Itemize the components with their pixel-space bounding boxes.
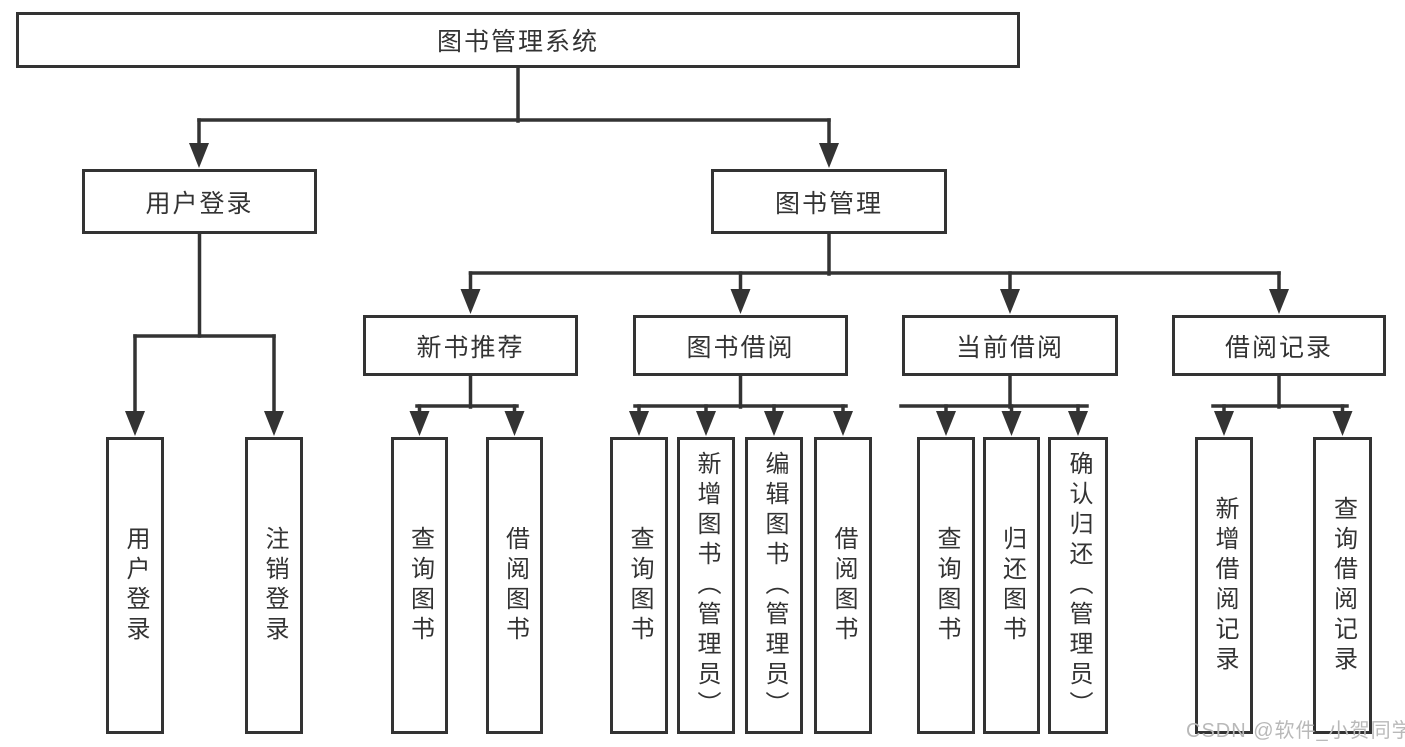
leaf-borrow-books-label: 借阅图书 [830,525,857,646]
node-current-borrow-label: 当前借阅 [955,333,1064,362]
connector-book-borrow [629,374,853,436]
leaf-edit-books-admin: 编辑图书（管理员） [745,437,803,734]
connector-book-management [460,231,1289,314]
leaf-return-books-label: 归还图书 [998,525,1026,646]
connector-new-book-recommend [409,374,525,436]
connector-root [189,66,839,168]
leaf-confirm-return-admin-label: 确认归还（管理员） [1065,450,1092,721]
leaf-borrow-query-books-label: 查询图书 [626,525,653,646]
leaf-recommend-query-books: 查询图书 [391,437,448,734]
leaf-edit-books-admin-label: 编辑图书（管理员） [761,450,788,721]
leaf-query-borrow-record: 查询借阅记录 [1313,437,1372,734]
node-current-borrow: 当前借阅 [902,315,1118,376]
connector-borrow-records [1211,374,1353,436]
connector-user-login [125,231,284,436]
leaf-query-borrow-record-label: 查询借阅记录 [1329,495,1357,676]
connector-current-borrow [899,374,1089,436]
leaf-current-query-books-label: 查询图书 [933,525,960,646]
node-new-book-recommend: 新书推荐 [363,315,578,376]
node-root: 图书管理系统 [16,12,1020,68]
leaf-add-borrow-record: 新增借阅记录 [1195,437,1253,734]
leaf-return-books: 归还图书 [983,437,1040,734]
leaf-borrow-query-books: 查询图书 [610,437,668,734]
leaf-logout-label: 注销登录 [261,525,288,646]
leaf-recommend-borrow-books-label: 借阅图书 [501,525,529,646]
node-book-management: 图书管理 [711,169,947,234]
csdn-watermark: CSDN @软件_小贺同学 [1186,720,1405,742]
leaf-user-login: 用户登录 [106,437,164,734]
node-root-label: 图书管理系统 [436,28,599,56]
node-new-book-recommend-label: 新书推荐 [416,333,525,362]
leaf-current-query-books: 查询图书 [917,437,975,734]
leaf-add-borrow-record-label: 新增借阅记录 [1211,495,1238,676]
leaf-recommend-borrow-books: 借阅图书 [486,437,543,734]
leaf-recommend-query-books-label: 查询图书 [406,525,434,646]
node-user-login: 用户登录 [82,169,317,234]
leaf-confirm-return-admin: 确认归还（管理员） [1048,437,1108,734]
leaf-add-books-admin: 新增图书（管理员） [677,437,735,734]
leaf-logout: 注销登录 [245,437,303,734]
node-borrow-records-label: 借阅记录 [1224,333,1333,362]
leaf-borrow-books: 借阅图书 [814,437,872,734]
node-book-borrow: 图书借阅 [633,315,848,376]
node-book-borrow-label: 图书借阅 [686,333,795,362]
node-book-management-label: 图书管理 [774,189,883,218]
node-user-login-label: 用户登录 [145,189,254,218]
leaf-add-books-admin-label: 新增图书（管理员） [693,450,720,721]
node-borrow-records: 借阅记录 [1172,315,1386,376]
leaf-user-login-label: 用户登录 [122,525,149,646]
